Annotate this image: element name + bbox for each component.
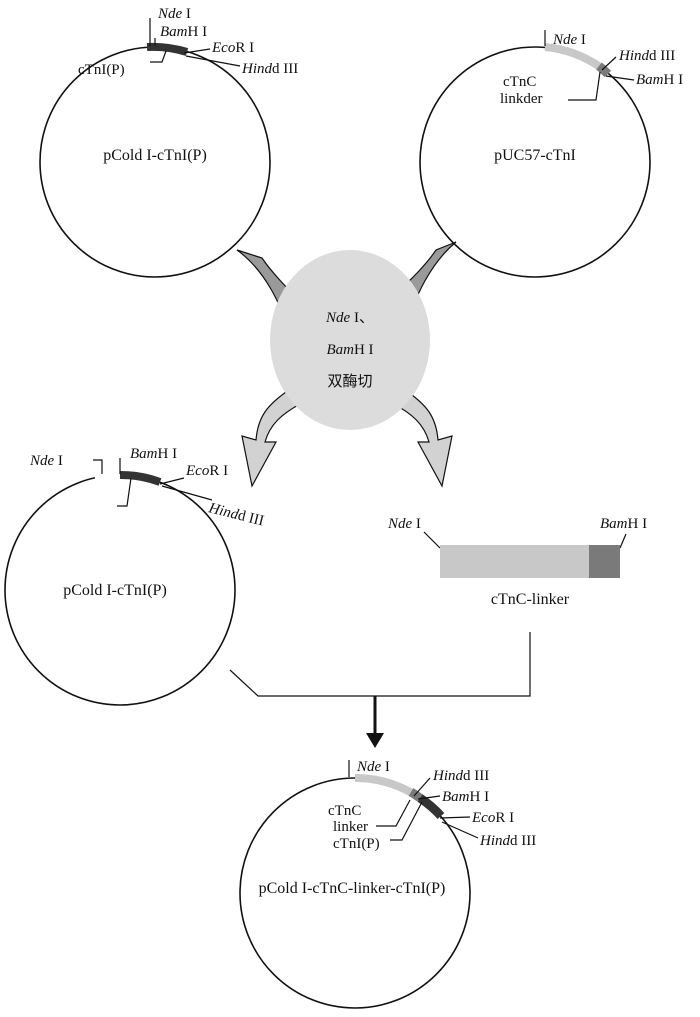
eco-site-label: EcoR I	[471, 810, 514, 826]
nde-site-label: Nde I	[157, 6, 191, 22]
cTnC-label: cTnC	[328, 803, 361, 819]
hind-site-label: Hindd III	[206, 500, 265, 529]
bam-end-block	[589, 545, 620, 578]
hind-site-label: Hindd III	[618, 48, 675, 64]
cTnI-label: cTnI(P)	[333, 836, 380, 852]
fragment-cTnC-linker: Nde I BamH I cTnC-linker	[387, 516, 647, 608]
plasmid-name: pCold I-cTnC-linker-cTnI(P)	[259, 880, 446, 897]
promoter-marker	[117, 477, 132, 507]
bam-site-label: BamH I	[160, 24, 207, 40]
cTnC-linker-bar	[440, 545, 590, 578]
cTnC-linker-segment	[544, 43, 603, 71]
plasmid-circle	[419, 46, 651, 278]
plasmid-puc57: Nde I Hindd III BamH I cTnC linkder pUC5…	[419, 30, 683, 278]
digest-arrows: Nde I、 BamH I 双酶切	[236, 241, 457, 488]
plasmid-pcold-cut: Nde I BamH I EcoR I Hindd III pCold I-cT…	[4, 446, 265, 706]
nde-site-label: Nde I	[356, 759, 390, 775]
hind-site-label: Hindd III	[432, 768, 489, 784]
arrow-left-bottom	[241, 391, 302, 488]
bam-site-label: BamH I	[636, 72, 683, 88]
cTnI-insert-segment	[146, 42, 189, 56]
plasmid-pcold-cTnI-top: Nde I BamH I EcoR I Hindd III cTnI(P) pC…	[39, 6, 298, 278]
insert-label-line2: linkder	[500, 91, 543, 107]
hind-site-label: Hindd III	[241, 61, 298, 77]
enzyme-nde: Nde I、	[325, 310, 374, 326]
bam-site-label: BamH I	[442, 789, 489, 805]
ligation-arrow	[229, 632, 531, 748]
enzyme-ellipse	[270, 250, 430, 430]
eco-site-label: EcoR I	[185, 463, 228, 479]
insert-label: cTnI(P)	[78, 62, 125, 78]
cTnI-insert-segment	[417, 794, 445, 820]
nde-site-label: Nde I	[29, 453, 63, 469]
bam-site-label: BamH I	[600, 516, 647, 532]
plasmid-final: Nde I Hindd III BamH I EcoR I Hindd III …	[239, 759, 536, 1009]
plasmid-name: pCold I-cTnI(P)	[103, 147, 207, 164]
plasmid-name: pUC57-cTnI	[494, 147, 576, 164]
plasmid-name: pCold I-cTnI(P)	[63, 582, 167, 599]
eco-site-label: EcoR I	[211, 40, 254, 56]
bam-site-label: BamH I	[130, 446, 177, 462]
arrow-right-bottom	[392, 391, 453, 488]
fragment-name: cTnC-linker	[491, 591, 570, 608]
nde-site-label: Nde I	[387, 516, 421, 532]
insert-label-line1: cTnC	[503, 74, 536, 90]
enzyme-bam: BamH I	[326, 342, 373, 358]
cTnI-insert-segment	[119, 470, 162, 486]
linker-label: linker	[333, 819, 368, 835]
cTnC-linker-segment	[354, 773, 414, 797]
promoter-marker	[150, 50, 167, 63]
hind-site-label-2: Hindd III	[479, 833, 536, 849]
enzyme-digest-label: 双酶切	[327, 372, 372, 390]
down-arrow-head	[366, 733, 384, 748]
bam-site-block	[596, 62, 612, 78]
nde-site-label: Nde I	[552, 32, 586, 48]
